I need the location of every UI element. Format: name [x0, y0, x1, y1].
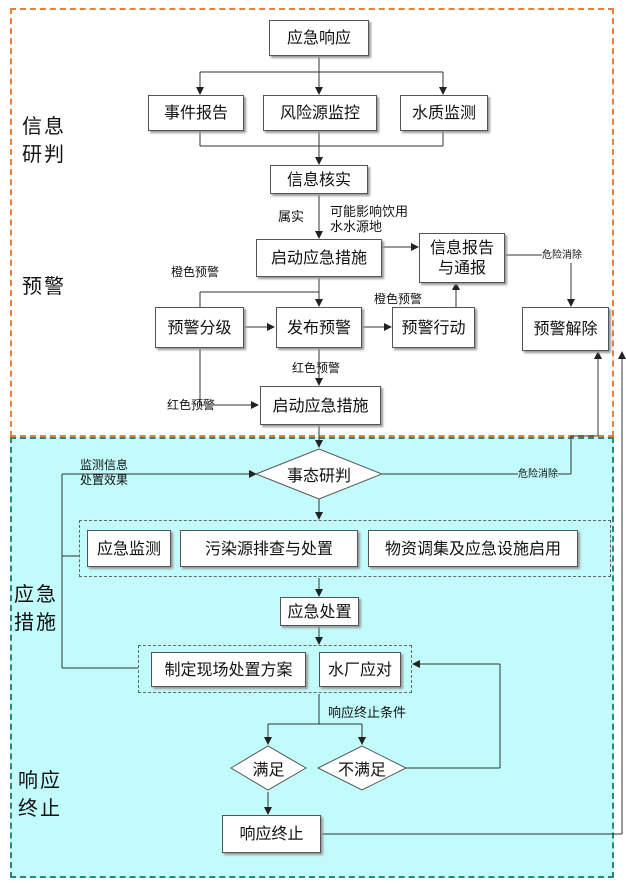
phase-response-termination: 响应 终止 — [18, 768, 62, 820]
label-orange-warning-2: 橙色预警 — [374, 292, 423, 306]
node-pollution-source: 污染源排查与处置 — [180, 530, 358, 567]
node-water-quality-monitor: 水质监测 — [400, 95, 488, 131]
node-emergency-disposal: 应急处置 — [280, 597, 359, 626]
node-condition-not-met: 不满足 — [337, 760, 386, 779]
node-situation-assessment: 事态研判 — [286, 466, 351, 485]
measures-termination-zone — [10, 437, 614, 878]
response-group — [138, 645, 412, 693]
node-info-verify: 信息核实 — [270, 165, 368, 194]
label-orange-warning-1: 橙色预警 — [171, 265, 220, 279]
node-warning-release: 预警解除 — [522, 307, 609, 351]
phase-warning: 预警 — [22, 274, 66, 298]
node-warning-level: 预警分级 — [155, 307, 244, 348]
label-danger-cleared-2: 危险消除 — [518, 467, 558, 482]
node-event-report: 事件报告 — [148, 95, 244, 131]
node-issue-warning: 发布预警 — [276, 307, 362, 348]
node-condition-met: 满足 — [252, 760, 285, 779]
node-water-plant: 水厂应对 — [319, 652, 401, 687]
node-start-measures-1: 启动应急措施 — [256, 239, 382, 277]
label-red-warning-1: 红色预警 — [292, 361, 341, 375]
info-warning-zone — [10, 8, 614, 437]
label-monitor-feedback: 监测信息 处置效果 — [80, 458, 129, 487]
node-risk-source-monitor: 风险源监控 — [263, 95, 377, 131]
measures-group — [79, 520, 611, 577]
label-confirmed: 属实 — [278, 210, 305, 225]
node-onsite-plan: 制定现场处置方案 — [151, 652, 306, 687]
phase-emergency-measures: 应急 措施 — [14, 582, 58, 634]
node-materials-facilities: 物资调集及应急设施启用 — [368, 530, 578, 567]
label-may-affect-source: 可能影响饮用 水水源地 — [330, 205, 409, 235]
node-response-end: 响应终止 — [222, 815, 321, 853]
phase-info-assessment: 信息 研判 — [22, 114, 66, 166]
node-info-report-notify: 信息报告 与通报 — [419, 233, 505, 283]
label-danger-cleared-1: 危险消除 — [542, 248, 582, 263]
label-end-condition: 响应终止条件 — [328, 706, 407, 721]
node-start-measures-2: 启动应急措施 — [260, 386, 381, 425]
node-warning-action: 预警行动 — [392, 307, 475, 348]
node-emergency-response: 应急响应 — [269, 20, 369, 56]
node-emergency-monitor: 应急监测 — [87, 530, 171, 567]
label-red-warning-2: 红色预警 — [167, 398, 216, 412]
